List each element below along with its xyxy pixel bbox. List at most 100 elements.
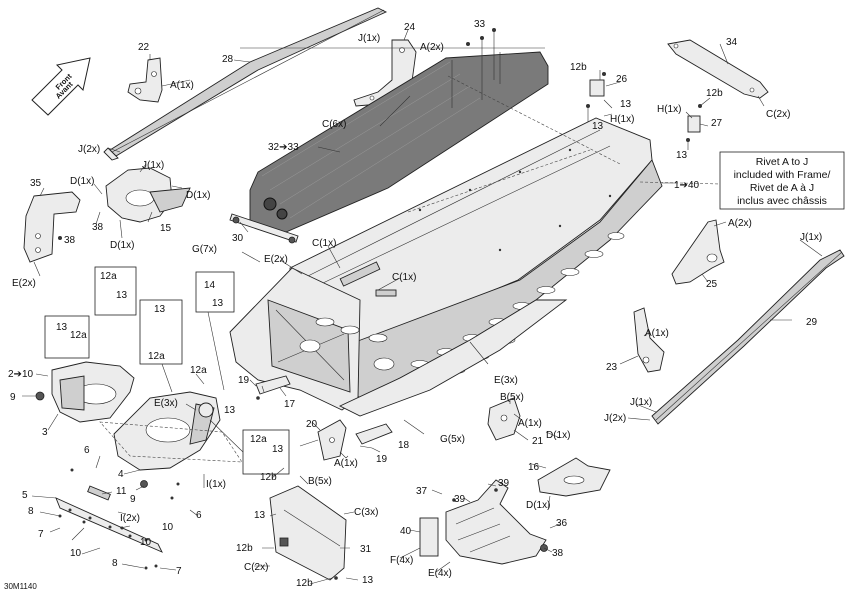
callout-c-3x: C(3x): [354, 507, 378, 518]
callout-26: 26: [616, 74, 628, 85]
rivet-note: Rivet A to J included with Frame/ Rivet …: [719, 151, 845, 210]
callout-a-2x: A(2x): [728, 218, 752, 229]
callout-31: 31: [360, 544, 372, 555]
front-arrow-icon: Front Avant: [31, 57, 91, 116]
callout-13: 13: [116, 290, 128, 301]
callout-22: 22: [138, 42, 150, 53]
callout-14: 14: [204, 280, 216, 291]
callout-g-5x: G(5x): [440, 434, 465, 445]
callout-e-4x: E(4x): [428, 568, 452, 579]
callout-i-1x: I(1x): [206, 479, 226, 490]
callout-10: 10: [140, 537, 152, 548]
callout-38: 38: [64, 235, 76, 246]
callout-20: 20: [306, 419, 318, 430]
callout-a-2x: A(2x): [420, 42, 444, 53]
callout-c-2x: C(2x): [244, 562, 268, 573]
part-16-bracket: [537, 457, 611, 497]
part-21-bracket: [487, 397, 521, 441]
callout-36: 36: [556, 518, 568, 529]
callout-11: 11: [116, 486, 127, 497]
callout-5: 5: [22, 490, 28, 501]
callout-29: 29: [806, 317, 818, 328]
detail-box-12a-13: [94, 266, 137, 316]
callout-h-1x: H(1x): [610, 114, 634, 125]
callout-7: 7: [38, 529, 44, 540]
callout-e-3x: E(3x): [154, 398, 178, 409]
callout-1-40: 1➔40: [674, 180, 700, 191]
callout-j-1x: J(1x): [358, 33, 380, 44]
callout-18: 18: [398, 440, 410, 451]
callout-13: 13: [154, 304, 166, 315]
callout-b-5x: B(5x): [308, 476, 332, 487]
callout-j-1x: J(1x): [630, 397, 652, 408]
callout-12b: 12b: [570, 62, 587, 73]
callout-j-2x: J(2x): [604, 413, 626, 424]
callout-24: 24: [404, 22, 416, 33]
callout-c-2x: C(2x): [766, 109, 790, 120]
part-5-plate: [55, 485, 163, 553]
detail-box-12a-13-right: [242, 429, 290, 475]
callout-a-1x: A(1x): [518, 418, 542, 429]
callout-12b: 12b: [236, 543, 253, 554]
callout-13: 13: [676, 150, 688, 161]
callout-28: 28: [222, 54, 234, 65]
callout-j-1x: J(1x): [800, 232, 822, 243]
callout-d-1x: D(1x): [546, 430, 570, 441]
callout-12b: 12b: [296, 578, 313, 589]
callout-j-1x: J(1x): [142, 160, 164, 171]
part-18-bracket: [355, 423, 393, 445]
callout-d-1x: D(1x): [526, 500, 550, 511]
part-34-bracket: [667, 39, 769, 99]
callout-13: 13: [592, 121, 604, 132]
callout-e-2x: E(2x): [12, 278, 36, 289]
callout-12a: 12a: [250, 434, 267, 445]
part-40-plate: [419, 517, 439, 557]
part-31-panel: [269, 485, 347, 581]
callout-9: 9: [10, 392, 16, 403]
callout-13: 13: [56, 322, 68, 333]
callout-e-2x: E(2x): [264, 254, 288, 265]
callout-23: 23: [606, 362, 618, 373]
callout-a-1x: A(1x): [645, 328, 669, 339]
callout-12b: 12b: [260, 472, 277, 483]
part-32-cover: [249, 51, 549, 233]
part-27-bracket: [686, 104, 702, 142]
callout-19: 19: [376, 454, 388, 465]
part-20-bracket: [299, 419, 347, 461]
callout-19: 19: [238, 375, 250, 386]
callout-16: 16: [528, 462, 540, 473]
callout-12b: 12b: [706, 88, 723, 99]
rivet-note-box: [719, 151, 845, 210]
callout-12a: 12a: [148, 351, 165, 362]
callout-10: 10: [70, 548, 82, 559]
rivet-note-line1: Rivet A to J: [756, 156, 809, 168]
part-1-frame: [229, 117, 663, 417]
part-29-rail: [651, 249, 845, 425]
part-4-frame: [113, 391, 221, 471]
reference-code: 30M1140: [4, 582, 37, 591]
callout-38: 38: [92, 222, 104, 233]
callout-6: 6: [84, 445, 90, 456]
callout-39: 39: [454, 494, 466, 505]
callout-40: 40: [400, 526, 412, 537]
callout-d-1x: D(1x): [70, 176, 94, 187]
detail-box-14-13: [195, 271, 235, 313]
callout-27: 27: [711, 118, 723, 129]
callout-9: 9: [130, 494, 136, 505]
callout-39: 39: [498, 478, 510, 489]
callout-8: 8: [112, 558, 118, 569]
callout-c-6x: C(6x): [322, 119, 346, 130]
part-17-bracket: [255, 375, 291, 400]
callout-33: 33: [474, 19, 486, 30]
part-33-screws: [466, 28, 496, 100]
callout-12a: 12a: [70, 330, 87, 341]
callout-13: 13: [254, 510, 266, 521]
part-9-nut: [35, 391, 45, 401]
callout-3: 3: [42, 427, 48, 438]
callout-37: 37: [416, 486, 428, 497]
callout-13: 13: [212, 298, 224, 309]
callout-f-4x: F(4x): [390, 555, 413, 566]
callout-labels: 22 28 A(1x) 24 J(1x) A(2x) 33 34 C(2x) 1…: [8, 19, 822, 589]
detail-box-13-12a: [44, 315, 90, 359]
callout-8: 8: [28, 506, 34, 517]
